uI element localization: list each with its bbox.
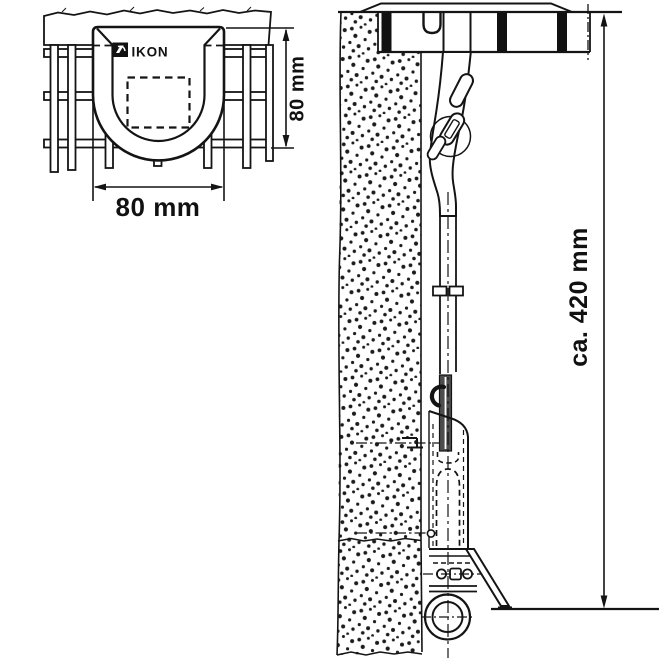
cylinder-hidden-outline <box>126 76 191 129</box>
wall-bottom-edge <box>336 651 423 656</box>
support-strut <box>464 548 511 607</box>
wall-section <box>336 11 423 656</box>
arrowhead-up-icon <box>282 28 290 41</box>
lock-cap-dome <box>359 2 573 13</box>
overall-height-dimension: ca. 420 mm <box>565 13 608 609</box>
side-view-drawing <box>336 2 659 658</box>
plan-view-drawing: IKON <box>43 6 274 173</box>
width-dimension-front: 80 mm <box>92 100 225 222</box>
brand-label: IKON <box>132 45 169 60</box>
wall-joint-line <box>337 537 422 542</box>
arrowhead-down-icon <box>600 595 608 609</box>
arrowhead-down-icon <box>282 135 290 148</box>
wall-anchor-lower <box>356 529 436 538</box>
pivot-mechanism <box>426 112 472 161</box>
grate-bar-section <box>381 13 392 52</box>
wall-edge-ticks <box>61 6 252 13</box>
height-dimension-front: 80 mm <box>226 27 309 149</box>
front-width-dimension-label: 80 mm <box>116 192 201 222</box>
wall-anchor-upper <box>356 437 440 449</box>
rod-coupling <box>432 285 464 297</box>
wall-bracket <box>356 384 469 548</box>
ikon-logo-icon <box>112 42 128 57</box>
arrowhead-left-icon <box>93 183 106 191</box>
front-height-dimension-label: 80 mm <box>287 56 309 122</box>
grate-bar-section <box>497 13 507 52</box>
grate-bar-section <box>557 13 567 52</box>
side-height-dimension-label: ca. 420 mm <box>565 227 593 367</box>
arrowhead-right-icon <box>211 183 224 191</box>
shackle-inner-edge <box>96 27 221 143</box>
arrowhead-up-icon <box>600 13 608 27</box>
connecting-rod <box>439 216 457 374</box>
locking-bar <box>426 51 474 464</box>
shackle-slot <box>422 12 442 35</box>
bar-slot <box>449 73 474 108</box>
grate-section <box>338 2 622 60</box>
bracket-retaining-hook <box>429 384 447 408</box>
base-plate <box>421 192 512 658</box>
